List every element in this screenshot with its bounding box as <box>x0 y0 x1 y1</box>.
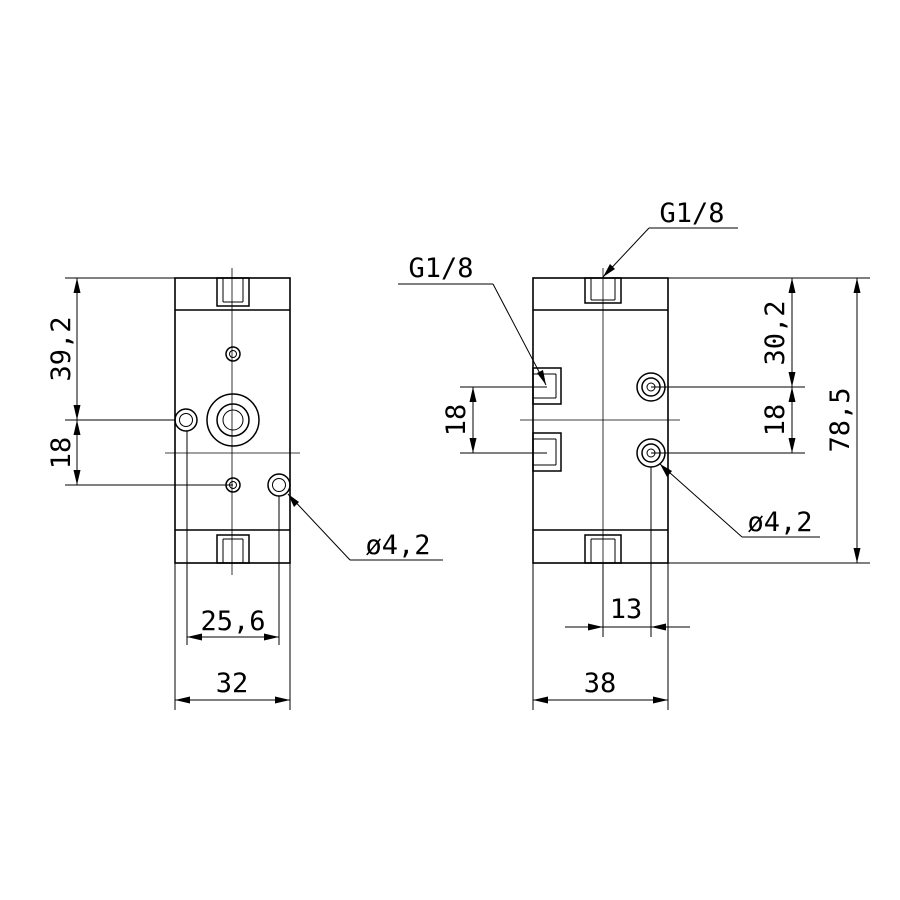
right-view: G1/8 G1/8 18 30,2 18 78,5 <box>398 198 870 710</box>
left-center-port <box>206 393 260 447</box>
left-dim-inner-width: 25,6 <box>200 606 265 637</box>
right-dim-top-height: 30,2 <box>760 300 791 365</box>
right-dim-outer-width: 38 <box>584 668 617 699</box>
left-bottom-slot <box>216 534 250 564</box>
right-dim-hole-diameter: ø4,2 <box>747 507 812 538</box>
right-dim-port-top: G1/8 <box>659 198 724 229</box>
right-dim-spacing-left: 18 <box>441 404 472 437</box>
right-valve-body <box>532 277 669 564</box>
right-dim-total-height: 78,5 <box>825 387 856 452</box>
right-dim-spacing-right: 18 <box>760 404 791 437</box>
right-dim-port-side: G1/8 <box>408 253 473 284</box>
left-dim-spacing: 18 <box>46 437 77 470</box>
left-dim-outer-width: 32 <box>216 668 249 699</box>
right-side-port-upper <box>532 367 562 405</box>
left-dim-hole-diameter: ø4,2 <box>365 530 430 561</box>
left-valve-body <box>174 277 291 564</box>
left-view: 39,2 18 ø4,2 25,6 32 <box>46 268 443 710</box>
right-dim-offset: 13 <box>610 594 643 625</box>
right-side-port-lower <box>532 432 562 472</box>
left-dim-top-height: 39,2 <box>46 316 77 381</box>
left-top-slot <box>216 277 250 307</box>
left-small-hole-top <box>225 346 241 362</box>
